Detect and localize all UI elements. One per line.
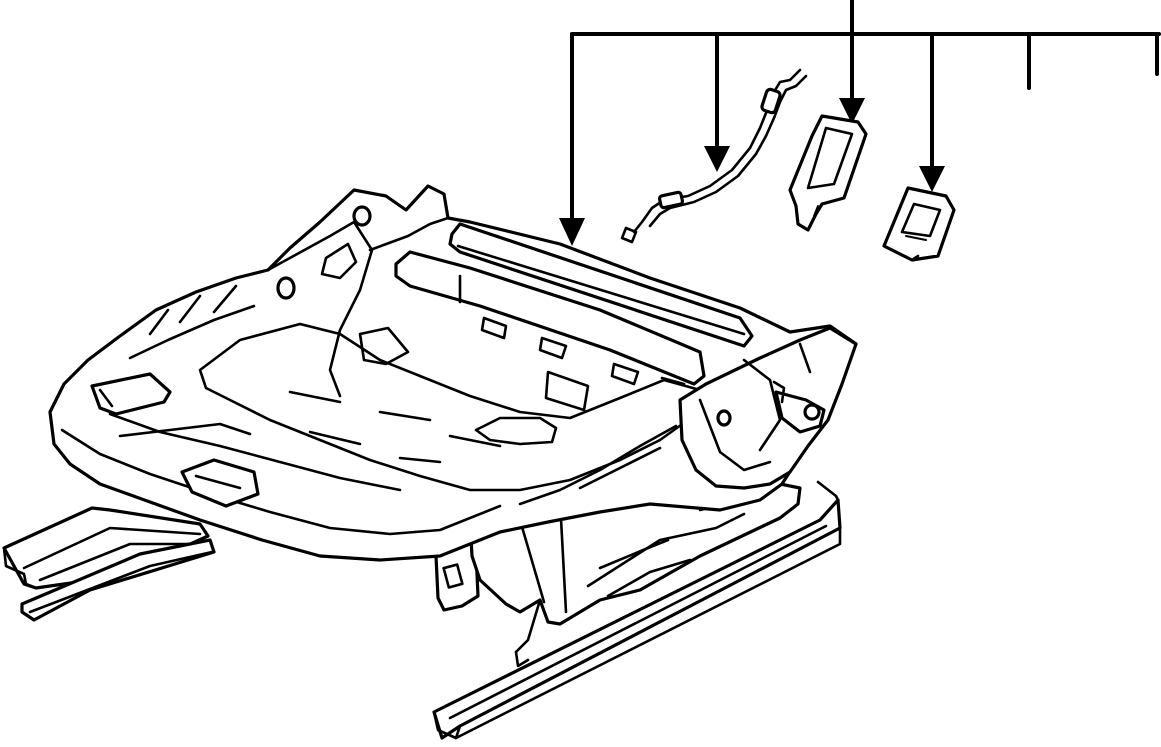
- wire-harness: [620, 68, 808, 244]
- left-pivot-hole: [276, 276, 296, 300]
- seat-track-right: [432, 480, 842, 740]
- arrowhead-seat-module: [839, 98, 865, 124]
- left-rail-hole: [352, 205, 372, 227]
- recliner-pivot: [803, 403, 821, 421]
- seat-frame: [48, 184, 858, 562]
- arrowhead-connector-clip: [919, 166, 945, 192]
- callout-leader-tree: [559, 0, 1161, 246]
- right-bracket-hole: [716, 409, 732, 427]
- arrowhead-wire-harness: [704, 146, 730, 172]
- seat-track-left: [2, 506, 216, 622]
- seat-module: [788, 114, 868, 232]
- connector-clip: [882, 186, 956, 262]
- arrowhead-seat-frame: [559, 218, 585, 246]
